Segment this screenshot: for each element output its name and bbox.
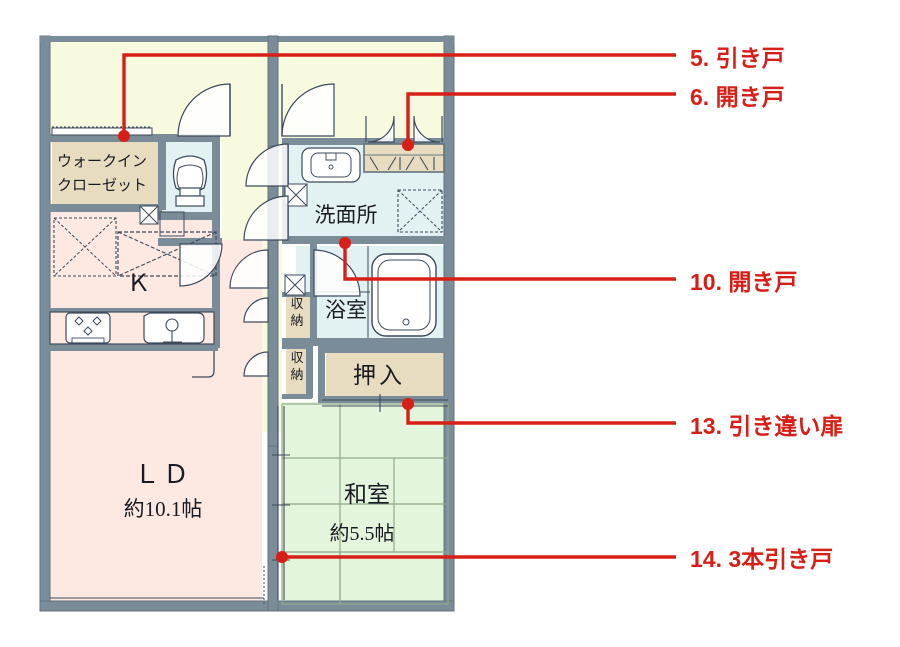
annotation-label-a14: 14. 3本引き戸: [690, 546, 833, 572]
label-storage-upper-2: 納: [290, 313, 303, 328]
wic-sliding-door: [51, 127, 153, 136]
annotation-label-a6: 6. 開き戸: [690, 84, 785, 110]
wall-kitchen-bottom: [46, 344, 218, 351]
annotation-marker-dot: [402, 139, 414, 151]
label-walk-in-closet-line2: クローゼット: [57, 177, 147, 194]
wall-exterior-top-right: [272, 36, 454, 42]
wall-toilet-right: [212, 134, 220, 244]
room-fill-storage-upper: [286, 296, 310, 344]
wic-small-x-icon: [139, 205, 159, 225]
door-swing-entry-right: [281, 83, 335, 137]
wall-kitchen-right: [212, 240, 220, 348]
annotation-label-a13: 13. 引き違い扉: [690, 413, 843, 439]
washing-machine-space: [397, 189, 443, 233]
annotation-a6: 6. 開き戸: [402, 84, 785, 151]
room-fill-ld: [46, 392, 262, 607]
label-storage-lower-1: 収: [290, 350, 303, 365]
annotation-marker-dot: [402, 398, 414, 410]
label-storage-upper-1: 収: [290, 296, 303, 311]
wall-corridor-right: [267, 145, 279, 447]
annotation-marker-dot: [339, 237, 351, 249]
annotation-leader-line: [343, 243, 676, 281]
wall-toilet-bottom: [158, 212, 220, 220]
label-washroom: 洗面所: [315, 203, 378, 227]
annotation-a5: 5. 引き戸: [118, 45, 785, 142]
wall-genkan-stub: [352, 140, 357, 145]
wall-wic-annex-bottom: [158, 238, 222, 246]
corridor-storage-x-icon: [284, 274, 306, 296]
wall-storage-divider-mid: [282, 344, 312, 349]
annotation-a10: 10. 開き戸: [339, 237, 797, 295]
annotation-leader-line: [406, 92, 676, 145]
kitchen-stove: [65, 312, 111, 344]
hall-storage-x-icon: [284, 183, 308, 207]
label-oshiire: 押入: [353, 363, 405, 388]
door-swing-toilet: [179, 243, 223, 287]
vanity-sink: [301, 147, 361, 183]
wall-exterior-right: [443, 35, 455, 612]
door-swing-washroom: [245, 143, 289, 187]
room-fill-oshiire: [326, 350, 450, 398]
label-washitsu: 和室: [344, 482, 390, 507]
door-swing-washroom-lower: [243, 195, 289, 241]
annotation-leader-line: [122, 53, 676, 136]
door-swings: [177, 83, 443, 377]
tatami-layout: [281, 403, 449, 605]
door-swing-storage-lower: [243, 351, 269, 377]
annotation-marker-dot: [118, 130, 130, 142]
wall-kitchen-counter-top: [46, 308, 218, 314]
wall-exterior-left: [39, 35, 51, 612]
wall-bathroom-bottom: [282, 338, 450, 346]
annotation-layer: 5. 引き戸 6. 開き戸 10. 開き戸 13. 引き違い扉 14. 3本引き戸: [118, 45, 843, 572]
door-swing-corridor-ld: [229, 249, 269, 289]
annotation-label-a10: 10. 開き戸: [690, 269, 797, 295]
label-washitsu-area: 約5.5帖: [330, 522, 395, 545]
wall-exterior-bottom: [39, 600, 455, 612]
annotation-label-a5: 5. 引き戸: [690, 45, 785, 71]
label-walk-in-closet-line1: ウォークイン: [57, 153, 147, 170]
annotation-a13: 13. 引き違い扉: [402, 398, 843, 439]
wall-washroom-bottom: [282, 236, 450, 244]
wic-shelf-box: [159, 211, 185, 237]
wall-wic-right: [158, 134, 166, 210]
label-kitchen: Ｋ: [127, 271, 152, 297]
toilet: [172, 155, 208, 207]
wall-wic-bottom: [46, 204, 162, 212]
kitchen-edge-step: [192, 351, 215, 378]
bathtub: [371, 253, 437, 337]
kitchen-sink: [143, 312, 205, 344]
annotation-marker-dot: [276, 551, 288, 563]
room-fill-walk-in-closet: [52, 140, 160, 208]
room-labels: ウォークイン クローゼット Ｋ ＬＤ 約10.1帖 洗面所 浴室 押入 収 納 …: [57, 153, 405, 545]
annotation-leader-line: [406, 404, 676, 425]
sliding-door-oshiire: [322, 394, 448, 412]
wall-storage-divider-bottom: [282, 394, 312, 399]
wall-oshiire-top: [318, 346, 450, 353]
label-storage-lower-2: 納: [290, 367, 303, 382]
label-ld: ＬＤ: [134, 460, 192, 489]
wall-hall-partition: [267, 35, 279, 147]
wall-wic-top: [46, 134, 218, 142]
wall-exterior-top-left: [40, 36, 280, 42]
door-swing-genkan-left: [367, 115, 395, 143]
wall-washitsu-left: [267, 445, 279, 612]
wall-storage-lower-right: [306, 346, 313, 398]
door-swing-bathroom: [313, 249, 361, 297]
label-bathroom: 浴室: [325, 298, 367, 322]
closet-hatch-left: [53, 217, 117, 277]
door-swing-storage-upper: [243, 297, 269, 323]
label-ld-area: 約10.1帖: [124, 497, 203, 521]
annotation-a14: 14. 3本引き戸: [276, 546, 833, 572]
door-swing-genkan-right: [413, 115, 441, 143]
wall-oshiire-left: [318, 346, 325, 403]
